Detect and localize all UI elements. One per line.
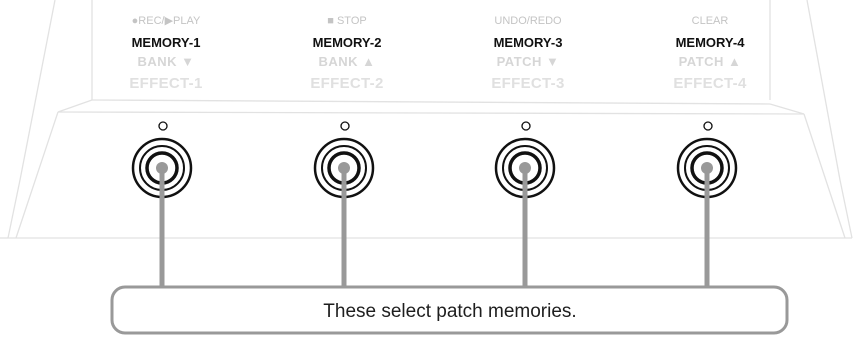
switch-1-memory-label: MEMORY-1	[132, 35, 201, 50]
switch-1-led	[158, 121, 168, 131]
switch-2-led	[340, 121, 350, 131]
switch-1-effect-label: EFFECT-1	[129, 75, 202, 92]
switch-2-memory-label: MEMORY-2	[313, 35, 382, 50]
switch-4-bank-label: PATCH ▲	[679, 54, 742, 69]
device-panel	[0, 0, 853, 239]
callout-text: These select patch memories.	[323, 301, 576, 322]
callout-box	[110, 285, 789, 335]
switch-4-memory-label: MEMORY-4	[676, 35, 746, 50]
footswitch-4-labels: CLEAR MEMORY-4 PATCH ▲ EFFECT-4	[673, 15, 747, 92]
switch-4-led	[703, 121, 713, 131]
switch-1-top-label: ●REC/▶PLAY	[132, 15, 201, 27]
callout-connectors	[159, 165, 710, 290]
footswitch-3-labels: UNDO/REDO MEMORY-3 PATCH ▼ EFFECT-3	[491, 15, 564, 92]
footswitch-2-labels: ■ STOP MEMORY-2 BANK ▲ EFFECT-2	[310, 15, 383, 92]
switch-2-bank-label: BANK ▲	[318, 54, 375, 69]
switch-2-top-label: ■ STOP	[327, 15, 366, 27]
switch-4-effect-label: EFFECT-4	[673, 75, 747, 92]
switch-2-effect-label: EFFECT-2	[310, 75, 383, 92]
switch-3-effect-label: EFFECT-3	[491, 75, 564, 92]
switch-3-memory-label: MEMORY-3	[494, 35, 563, 50]
footswitch-1-labels: ●REC/▶PLAY MEMORY-1 BANK ▼ EFFECT-1	[129, 15, 202, 92]
switch-3-bank-label: PATCH ▼	[497, 54, 560, 69]
switch-4-top-label: CLEAR	[692, 15, 729, 27]
switch-3-top-label: UNDO/REDO	[494, 15, 562, 27]
switch-3-led	[521, 121, 531, 131]
connector-end-dots	[156, 162, 713, 174]
switch-1-bank-label: BANK ▼	[137, 54, 194, 69]
